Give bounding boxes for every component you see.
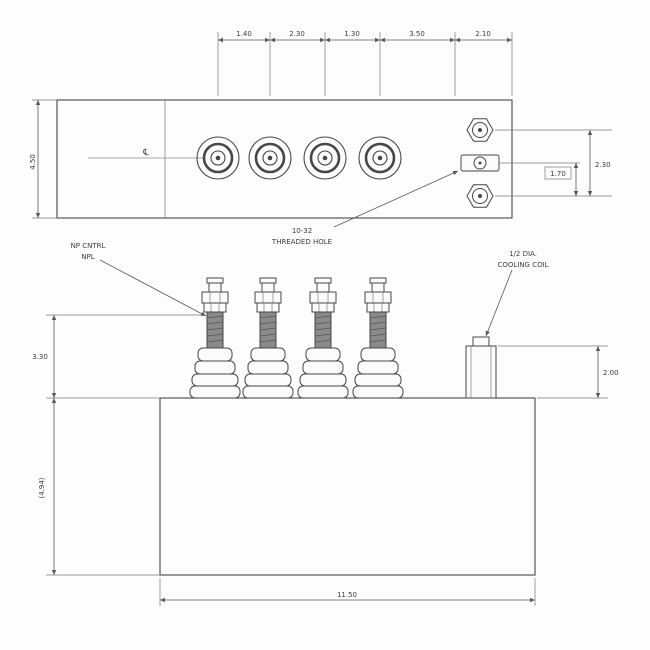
terminal-top-view-2 [247,135,293,181]
dim-bushing-height: 3.30 [32,353,48,361]
dim-hex-span: 2.30 [595,161,611,169]
threaded-hole-note-line2: THREADED HOLE [271,238,332,246]
terminal-note: NP CNTRL NPL [71,242,207,317]
overall-width-dimension: 11.50 [159,578,536,606]
terminal-top-view-3 [302,135,348,181]
top-view-right-dimensions: 2.30 1.70 [495,129,612,197]
terminal-top-view-4 [357,135,403,181]
top-view-height-dimension: 4.50 [29,99,57,219]
hex-nut-top [466,118,494,142]
dim-spacing-3: 1.30 [344,30,360,38]
bushing-front-1 [189,277,241,399]
dim-top-view-height: 4.50 [29,154,37,170]
dim-spacing-1: 1.40 [236,30,252,38]
bushing-front-2 [242,277,294,399]
dim-spacing-4: 3.50 [409,30,425,38]
dim-hole-offset: 1.70 [550,170,566,178]
terminal-top-view-1 [195,135,241,181]
coil-height-dimension: 2.00 [498,345,619,399]
bushing-front-4 [352,277,404,399]
dim-coil-height: 2.00 [603,369,619,377]
bushing-front-3 [297,277,349,399]
cooling-coil [465,336,497,399]
dim-spacing-5: 2.10 [475,30,491,38]
terminal-note-line1: NP CNTRL [71,242,106,250]
top-view: ℄ [56,99,513,219]
dim-case-height: (4.94) [38,477,46,498]
basic-dimension-box [544,166,572,180]
front-view-left-dimensions: 3.30 (4.94) [32,314,205,576]
threaded-hole-note: 10-32 THREADED HOLE [271,170,459,246]
front-view [159,277,536,576]
terminal-note-line2: NPL [81,253,94,261]
case-outline [159,397,536,576]
cooling-coil-note-line2: COOLING COIL [497,261,548,269]
threaded-hole [460,154,500,172]
top-dimension-chain: 1.40 2.30 1.30 3.50 2.10 [217,30,513,96]
dim-overall-width: 11.50 [337,591,357,599]
centerline-symbol: ℄ [142,148,149,158]
cooling-coil-note-line1: 1/2 DIA. [509,250,537,258]
dim-spacing-2: 2.30 [289,30,305,38]
cooling-coil-note: 1/2 DIA. COOLING COIL [485,250,549,337]
top-view-outline [56,99,513,219]
threaded-hole-note-line1: 10-32 [292,227,312,235]
hex-nut-bottom [466,184,494,208]
